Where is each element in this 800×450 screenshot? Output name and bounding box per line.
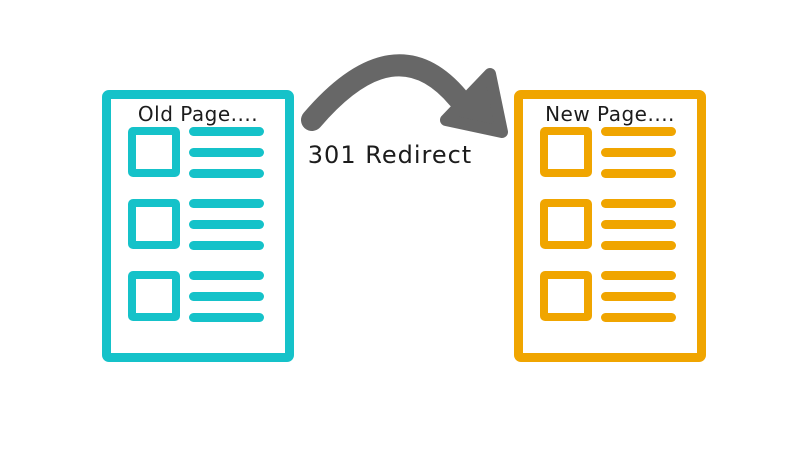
old-page-title: Old Page....: [137, 102, 259, 126]
text-line-bar: [601, 127, 676, 136]
content-row: [540, 127, 697, 178]
content-row: [128, 199, 285, 250]
text-line-bar: [189, 199, 264, 208]
text-line-bar: [601, 241, 676, 250]
image-placeholder-box: [540, 127, 592, 177]
text-line-bar: [601, 313, 676, 322]
text-line-bar: [189, 220, 264, 229]
text-line-bar: [601, 220, 676, 229]
text-line-bar: [189, 292, 264, 301]
image-placeholder-box: [128, 199, 180, 249]
old-page-card: Old Page....: [102, 90, 294, 362]
text-line-group: [189, 199, 264, 250]
text-line-bar: [601, 199, 676, 208]
image-placeholder-box: [540, 199, 592, 249]
redirect-label: 301 Redirect: [307, 141, 473, 169]
text-line-bar: [601, 169, 676, 178]
image-placeholder-box: [128, 127, 180, 177]
text-line-bar: [601, 148, 676, 157]
text-line-bar: [601, 292, 676, 301]
text-line-bar: [189, 271, 264, 280]
arrow-head: [440, 68, 508, 138]
old-page-content: [111, 127, 285, 322]
text-line-bar: [189, 241, 264, 250]
text-line-group: [601, 271, 676, 322]
text-line-bar: [189, 169, 264, 178]
image-placeholder-box: [540, 271, 592, 321]
text-line-bar: [189, 127, 264, 136]
content-row: [540, 199, 697, 250]
new-page-content: [523, 127, 697, 322]
new-page-title: New Page....: [545, 102, 675, 126]
content-row: [128, 127, 285, 178]
text-line-bar: [601, 271, 676, 280]
text-line-group: [189, 127, 264, 178]
new-page-card: New Page....: [514, 90, 706, 362]
content-row: [540, 271, 697, 322]
content-row: [128, 271, 285, 322]
text-line-bar: [189, 313, 264, 322]
text-line-group: [601, 199, 676, 250]
text-line-group: [601, 127, 676, 178]
image-placeholder-box: [128, 271, 180, 321]
text-line-bar: [189, 148, 264, 157]
text-line-group: [189, 271, 264, 322]
arrow-shaft: [301, 54, 469, 131]
